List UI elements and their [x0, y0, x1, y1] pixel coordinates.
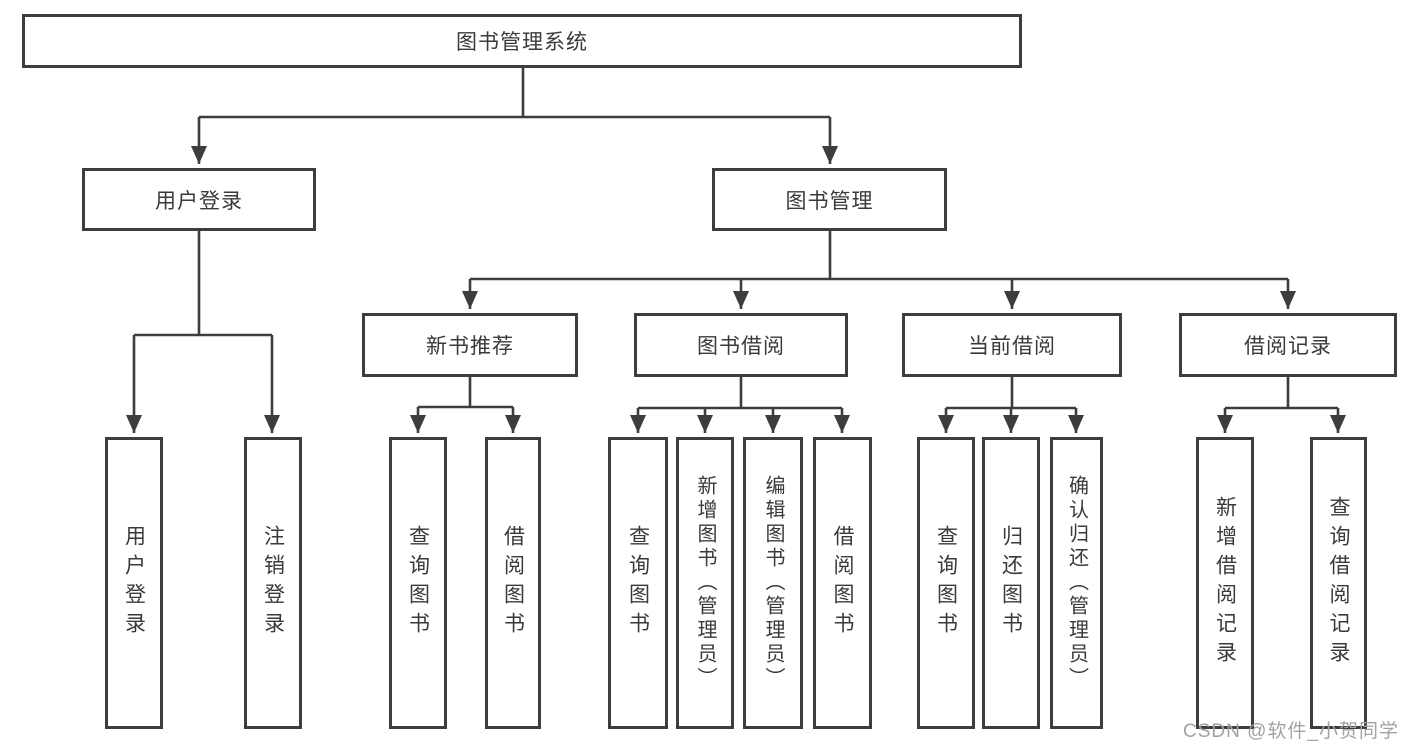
leaf-query-books-recommend: 查询图书: [389, 437, 447, 729]
leaf-add-borrow-record: 新增借阅记录: [1196, 437, 1254, 729]
leaf-add-books-admin: 新增图书（管理员）: [676, 437, 734, 729]
node-borrowing-records: 借阅记录: [1179, 313, 1397, 377]
leaf-user-login: 用户登录: [105, 437, 163, 729]
leaf-edit-books-admin: 编辑图书（管理员）: [743, 437, 803, 729]
leaf-query-borrow-record: 查询借阅记录: [1310, 437, 1367, 729]
node-library-management-system: 图书管理系统: [22, 14, 1022, 68]
leaf-return-books: 归还图书: [982, 437, 1040, 729]
leaf-query-books-current: 查询图书: [917, 437, 975, 729]
leaf-borrow-books-recommend: 借阅图书: [485, 437, 541, 729]
node-book-management: 图书管理: [712, 168, 947, 231]
node-book-borrowing: 图书借阅: [634, 313, 848, 377]
node-user-login: 用户登录: [82, 168, 316, 231]
watermark: CSDN @软件_小贺同学: [1183, 721, 1399, 742]
node-current-borrowing: 当前借阅: [902, 313, 1122, 377]
leaf-query-books-borrowing: 查询图书: [608, 437, 668, 729]
leaf-logout: 注销登录: [244, 437, 302, 729]
leaf-borrow-books: 借阅图书: [813, 437, 872, 729]
leaf-confirm-return-admin: 确认归还（管理员）: [1050, 437, 1103, 729]
node-new-book-recommendation: 新书推荐: [362, 313, 578, 377]
